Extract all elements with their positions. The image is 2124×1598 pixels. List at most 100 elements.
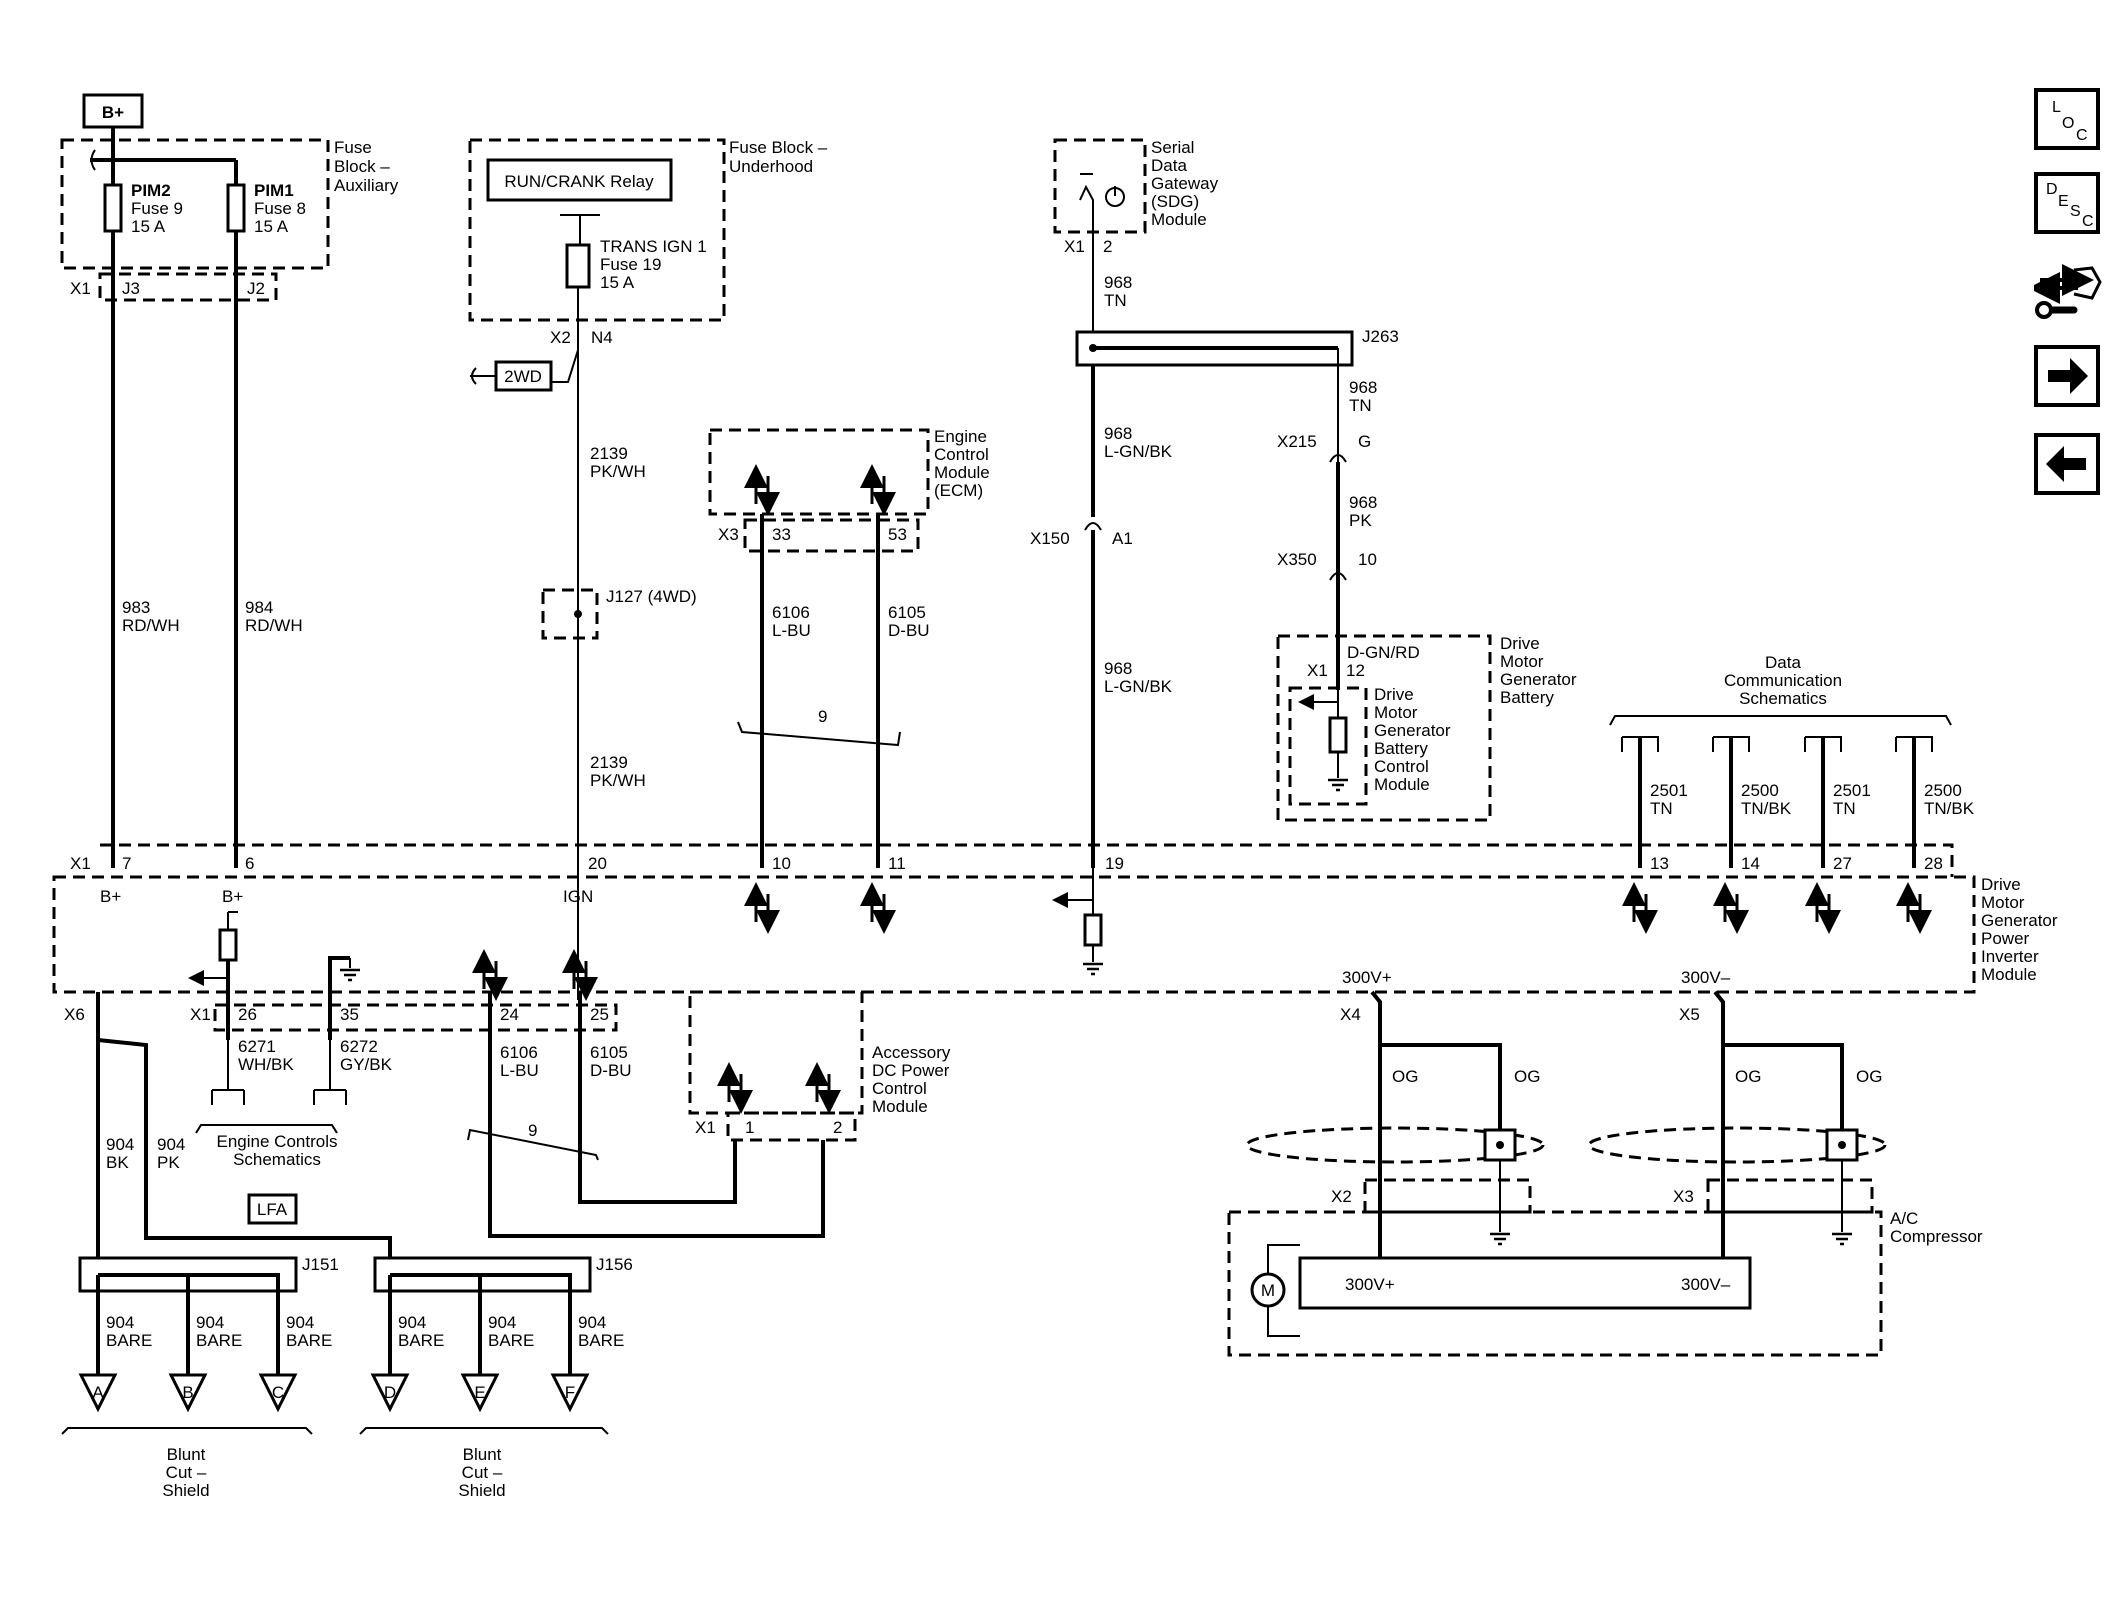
desc-button[interactable]: D E S C <box>2034 172 2100 234</box>
loc-button[interactable]: L O C <box>2034 88 2100 150</box>
ac-300v-pos: 300V+ <box>1345 1275 1395 1294</box>
conn-x1-inverter-top: X1 <box>70 854 91 873</box>
inverter-pin-13: 13 <box>1650 854 1669 873</box>
inverter-pin-35: 35 <box>340 1005 359 1024</box>
lfa-box <box>247 1193 298 1225</box>
conn-x4: X4 <box>1340 1005 1361 1024</box>
pin-2-sdg: 2 <box>1103 237 1112 256</box>
twist-label-apm: 9 <box>528 1121 537 1140</box>
wire-6105-apm <box>578 992 737 1204</box>
connector-tool-button[interactable] <box>2028 258 2104 328</box>
conn-x1-apm: X1 <box>695 1118 716 1137</box>
inverter-pin-20: 20 <box>588 854 607 873</box>
pin-53: 53 <box>888 525 907 544</box>
power-inverter-module <box>52 875 1976 994</box>
j156-label: J156 <box>596 1255 633 1274</box>
ground-letter-B: B <box>182 1383 193 1402</box>
sdg-module <box>1053 138 1147 234</box>
svg-text:C: C <box>2082 213 2094 230</box>
pin-j3: J3 <box>122 279 140 298</box>
pin-10-x350: 10 <box>1358 550 1377 569</box>
inverter-pin-27: 27 <box>1833 854 1852 873</box>
inverter-pin-25: 25 <box>590 1005 609 1024</box>
svg-text:D: D <box>2046 181 2058 198</box>
ground-letter-E: E <box>474 1383 485 1402</box>
inverter-pin-11: 11 <box>888 854 906 873</box>
next-button[interactable] <box>2034 345 2100 407</box>
conn-x6: X6 <box>64 1005 85 1024</box>
inverter-pin-24: 24 <box>500 1005 519 1024</box>
inverter-bplus-b: B+ <box>222 887 243 906</box>
inverter-pin-28: 28 <box>1924 854 1943 873</box>
pin-33: 33 <box>772 525 791 544</box>
og-label-1: OG <box>1392 1067 1418 1086</box>
arrow-right-icon <box>2048 358 2088 394</box>
j127-splice <box>541 588 599 640</box>
twist-label-ecm: 9 <box>818 707 827 726</box>
lfa-label: LFA <box>257 1200 288 1219</box>
inverter-bplus-a: B+ <box>100 887 121 906</box>
previous-button[interactable] <box>2034 433 2100 495</box>
inverter-pin-14: 14 <box>1741 854 1760 873</box>
svg-text:S: S <box>2070 203 2081 220</box>
ground-letter-A: A <box>92 1383 104 1402</box>
ac-inverter-bar <box>1298 1256 1752 1310</box>
desc-icon: D E S C <box>2046 181 2094 230</box>
connector-wrench-icon <box>2028 264 2102 319</box>
fuse-pim1 <box>226 183 246 233</box>
j263-label: J263 <box>1362 327 1399 346</box>
2wd-label: 2WD <box>504 367 542 386</box>
battery-wire-label: D-GN/RD <box>1347 643 1420 662</box>
run-crank-relay-label: RUN/CRANK Relay <box>504 172 654 191</box>
conn-x150: X150 <box>1030 529 1070 548</box>
conn-x5: X5 <box>1679 1005 1700 1024</box>
ac-300v-neg: 300V– <box>1681 1275 1731 1294</box>
conn-x3-ecm: X3 <box>718 525 739 544</box>
pin-a1: A1 <box>1112 529 1133 548</box>
svg-text:C: C <box>2076 127 2088 144</box>
inverter-pin-10: 10 <box>772 854 791 873</box>
arrow-left-icon <box>2046 446 2086 482</box>
wire-6106-apm <box>488 992 825 1238</box>
inverter-300v-neg: 300V– <box>1681 968 1731 987</box>
pin-n4: N4 <box>591 328 613 347</box>
inverter-pin-6: 6 <box>245 854 254 873</box>
og-label-2: OG <box>1514 1067 1540 1086</box>
conn-x1-aux: X1 <box>70 279 91 298</box>
fuse-pim2 <box>103 183 123 233</box>
j127-label: J127 (4WD) <box>606 587 697 606</box>
fuse-block-aux <box>60 138 330 270</box>
ac-compressor <box>1227 1210 1883 1357</box>
